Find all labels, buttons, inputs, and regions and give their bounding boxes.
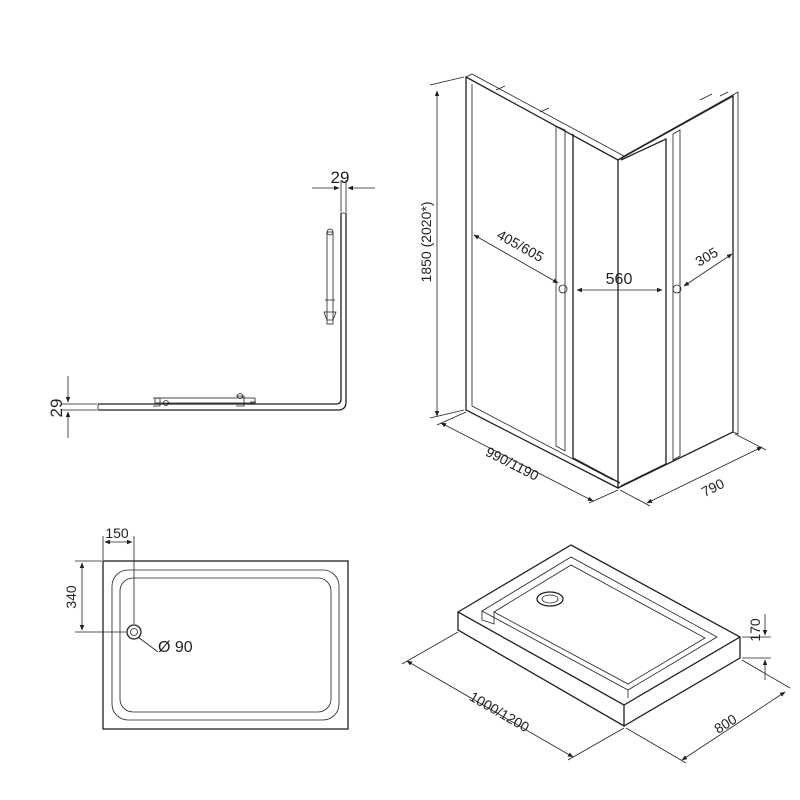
front-roller	[153, 395, 256, 407]
front-sliding-door	[572, 134, 621, 484]
dim-height: 1850 (2020*)	[418, 202, 434, 283]
dim-drain-diameter: Ø 90	[158, 639, 193, 656]
top-view: 29 29	[47, 168, 375, 438]
dim-tray-length: 1000/1200	[467, 688, 532, 735]
tray-basin-outer	[111, 569, 340, 721]
side-fixed-panel	[617, 94, 734, 489]
front-door-handle	[558, 284, 568, 294]
dim-depth: 790	[699, 475, 727, 500]
tray-basin-inner-3d	[493, 564, 706, 685]
frame-inner	[98, 213, 347, 411]
tray-3d-view: 170 1000/1200 800	[401, 544, 791, 764]
dim-door-panel: 405/605	[494, 226, 546, 265]
frame-outer	[98, 213, 342, 405]
tray-basin-outer-3d	[481, 556, 718, 691]
dim-front-thickness: 29	[47, 399, 66, 418]
dim-drain-y: 340	[63, 585, 79, 609]
dim-tray-width: 800	[711, 711, 739, 737]
dim-opening: 560	[606, 271, 633, 288]
tray-top-face	[456, 544, 742, 706]
side-sliding-door	[620, 137, 667, 487]
dim-tray-height: 170	[747, 618, 763, 642]
side-door-handle	[672, 284, 682, 294]
side-roller	[323, 299, 337, 321]
enclosure-3d-view: 1850 (2020*) 405/605 560 305 990/1190 79…	[418, 73, 767, 507]
dim-width: 990/1190	[483, 443, 542, 483]
tray-basin-inner	[119, 577, 332, 713]
side-door-rail	[326, 231, 334, 325]
dim-drain-x: 150	[105, 525, 129, 541]
drain-icon	[126, 624, 142, 640]
front-fixed-panel	[465, 75, 619, 490]
tray-side-face	[623, 637, 741, 727]
tray-outline	[102, 560, 349, 730]
tray-plan-view: Ø 90 150 340	[63, 525, 349, 730]
dim-side-panel: 305	[692, 244, 720, 270]
front-door-rail	[154, 397, 256, 404]
dim-side-thickness: 29	[331, 168, 350, 187]
tray-drain-icon	[536, 591, 564, 607]
